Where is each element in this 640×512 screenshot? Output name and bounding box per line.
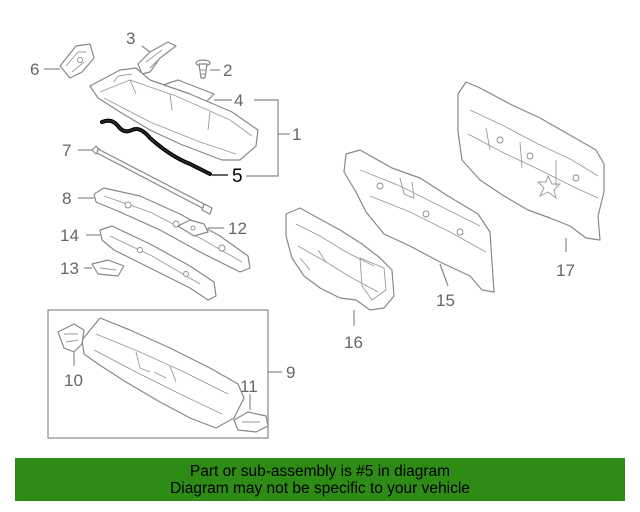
parts-diagram: 1 2 3 4 5 6 7 8 9 10 11 12 13 14 15 16 1… (30, 29, 605, 439)
leader-lines (44, 45, 567, 410)
part-9-group-box (47, 309, 269, 439)
callout-14: 14 (60, 226, 79, 245)
callout-6: 6 (30, 60, 39, 79)
callout-7: 7 (62, 141, 71, 160)
callout-1: 1 (292, 125, 301, 144)
callout-4: 4 (234, 91, 243, 110)
part-12-clip (177, 219, 209, 237)
part-14-crossmember (99, 225, 217, 301)
callout-12: 12 (228, 219, 247, 238)
callout-3: 3 (126, 29, 135, 48)
banner-line-2: Diagram may not be specific to your vehi… (170, 479, 470, 497)
part-7-rod (91, 145, 213, 215)
part-5-seal (100, 118, 212, 176)
callout-labels: 1 2 3 4 5 6 7 8 9 10 11 12 13 14 15 16 1… (30, 29, 575, 396)
callout-15: 15 (436, 291, 455, 310)
callout-2: 2 (223, 61, 232, 80)
info-banner: Part or sub-assembly is #5 in diagram Di… (15, 458, 625, 501)
part-11-bracket (233, 411, 269, 433)
part-16-insulator (285, 207, 395, 311)
callout-5: 5 (232, 166, 243, 187)
part-1-cowl-panel (89, 67, 259, 161)
banner-line-1: Part or sub-assembly is #5 in diagram (189, 462, 451, 480)
callout-10: 10 (64, 371, 83, 390)
callout-9: 9 (286, 363, 295, 382)
callout-13: 13 (60, 259, 79, 278)
part-6-bracket (59, 43, 95, 79)
part-17-dash-rear (457, 81, 605, 241)
part-8-crossmember (93, 187, 251, 273)
callout-16: 16 (344, 333, 363, 352)
part-9-cowl-inner (81, 317, 245, 429)
part-15-dash-panel (343, 149, 495, 293)
callout-17: 17 (556, 261, 575, 280)
callout-8: 8 (62, 189, 71, 208)
part-13-bracket (91, 259, 125, 277)
callout-11: 11 (240, 377, 258, 396)
part-2-clip (195, 59, 211, 79)
part-10-bracket (57, 323, 85, 353)
